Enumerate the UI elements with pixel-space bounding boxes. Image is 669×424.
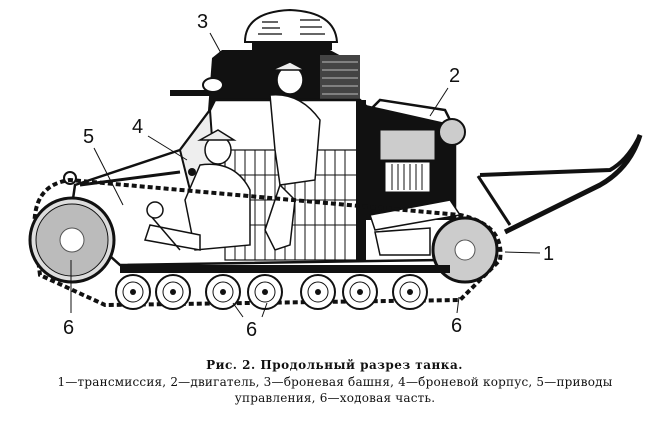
label-2-engine: 2 — [449, 65, 461, 87]
tank-drawing — [28, 8, 643, 318]
label-6-running-gear: 6 — [246, 319, 258, 341]
hull — [68, 98, 466, 267]
tail-skid — [476, 134, 643, 235]
label-6-running-gear: 6 — [63, 317, 75, 339]
label-4-hull: 4 — [132, 116, 144, 138]
running-gear — [28, 177, 503, 310]
caption-line-1: 1—трансмиссия, 2—двигатель, 3—броневая б… — [57, 375, 613, 389]
caption-line-2: управления, 6—ходовая часть. — [234, 391, 436, 405]
label-5-controls: 5 — [83, 126, 95, 148]
leader-lines — [70, 32, 541, 318]
label-3-turret: 3 — [197, 11, 209, 33]
figure-caption-title: Рис. 2. Продольный разрез танка. — [206, 358, 463, 372]
tank-cutaway-figure: 3 2 4 5 1 6 6 6 — [28, 8, 643, 341]
label-1-transmission: 1 — [543, 243, 555, 265]
figure-caption-legend: 1—трансмиссия, 2—двигатель, 3—броневая б… — [20, 374, 650, 406]
label-6-running-gear: 6 — [451, 315, 463, 337]
